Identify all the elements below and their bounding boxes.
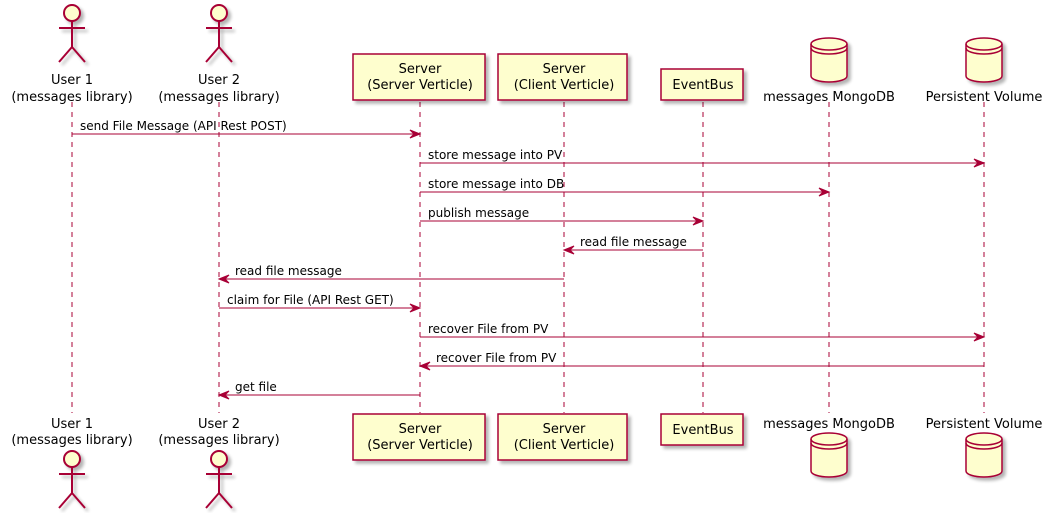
participant-box [352,53,486,101]
participant-user1-bottom: User 1(messages library) [11,417,133,509]
participant-label: Persistent Volume [926,90,1043,105]
participant-label: User 1 [51,73,93,88]
arrowhead-icon [692,216,705,226]
participant-sublabel: (messages library) [11,90,132,105]
message-8: recover File from PV [420,322,986,342]
participant-eventbus-top: EventBus [660,68,744,101]
participant-server-top: Server(Server Verticle) [352,53,486,101]
messages: send File Message (API Rest POST) store m… [72,119,986,400]
lifelines [71,102,985,413]
message-label: publish message [428,206,529,220]
participant-label: User 2 [198,73,240,88]
participant-client-top: Server(Client Verticle) [497,53,628,101]
participant-mongo-bottom: messages MongoDB [763,417,895,478]
actor-icon [58,4,86,63]
message-label: recover File from PV [436,351,557,365]
message-1: send File Message (API Rest POST) [72,119,422,139]
database-icon [965,37,1003,83]
message-5: read file message [562,235,703,255]
arrowhead-icon [217,390,230,400]
participant-box [352,413,486,461]
participant-user2-top: User 2 (messages library) [158,4,280,105]
participant-mongo-top: messages MongoDB [763,37,895,105]
participant-sublabel: (Server Verticle) [367,438,473,453]
participant-client-bottom: Server(Client Verticle) [497,413,628,461]
participant-heads: User 1(messages library)User 1(messages … [11,4,1043,509]
message-label: read file message [235,264,342,278]
database-icon [810,37,848,83]
message-label: recover File from PV [428,322,549,336]
message-10: get file [217,380,420,400]
message-4: publish message [420,206,705,226]
actor-icon [205,4,233,63]
arrowhead-icon [409,129,422,139]
message-label: store message into PV [428,148,563,162]
participant-sublabel: (messages library) [11,433,132,448]
message-label: store message into DB [428,177,564,191]
participant-server-bottom: Server(Server Verticle) [352,413,486,461]
participant-pv-bottom: Persistent Volume [926,417,1043,478]
participant-label: Server [543,62,586,77]
arrowhead-icon [973,158,986,168]
participant-sublabel: (Client Verticle) [514,438,615,453]
participant-label: Server [399,62,442,77]
message-label: get file [235,380,277,394]
participant-label: messages MongoDB [763,90,895,105]
participant-sublabel: (messages library) [158,433,279,448]
message-label: send File Message (API Rest POST) [80,119,287,133]
arrowhead-icon [418,361,431,371]
message-9: recover File from PV [418,351,984,371]
participant-sublabel: (Client Verticle) [514,78,615,93]
participant-label: EventBus [672,423,733,438]
participant-label: Server [543,422,586,437]
arrowhead-icon [217,274,230,284]
participant-label: Server [399,422,442,437]
database-icon [965,432,1003,478]
arrowhead-icon [973,332,986,342]
participant-sublabel: (messages library) [158,90,279,105]
message-label: claim for File (API Rest GET) [227,293,394,307]
participant-label: User 1 [51,417,93,432]
participant-box [660,413,744,446]
message-3: store message into DB [420,177,831,197]
actor-icon [205,450,233,509]
participant-user1-top: User 1 (messages library) [11,4,133,105]
participant-label: EventBus [672,78,733,93]
participant-pv-top: Persistent Volume [926,37,1043,105]
actor-icon [58,450,86,509]
participant-sublabel: (Server Verticle) [367,78,473,93]
arrowhead-icon [409,303,422,313]
participant-label: messages MongoDB [763,417,895,432]
participant-box [497,413,628,461]
arrowhead-icon [562,245,575,255]
participant-label: Persistent Volume [926,417,1043,432]
message-label: read file message [580,235,687,249]
participant-user2-bottom: User 2(messages library) [158,417,280,509]
message-6: read file message [217,264,564,284]
message-7: claim for File (API Rest GET) [219,293,422,313]
participant-eventbus-bottom: EventBus [660,413,744,446]
participant-label: User 2 [198,417,240,432]
message-2: store message into PV [420,148,986,168]
participant-box [497,53,628,101]
participant-box [660,68,744,101]
arrowhead-icon [818,187,831,197]
database-icon [810,432,848,478]
